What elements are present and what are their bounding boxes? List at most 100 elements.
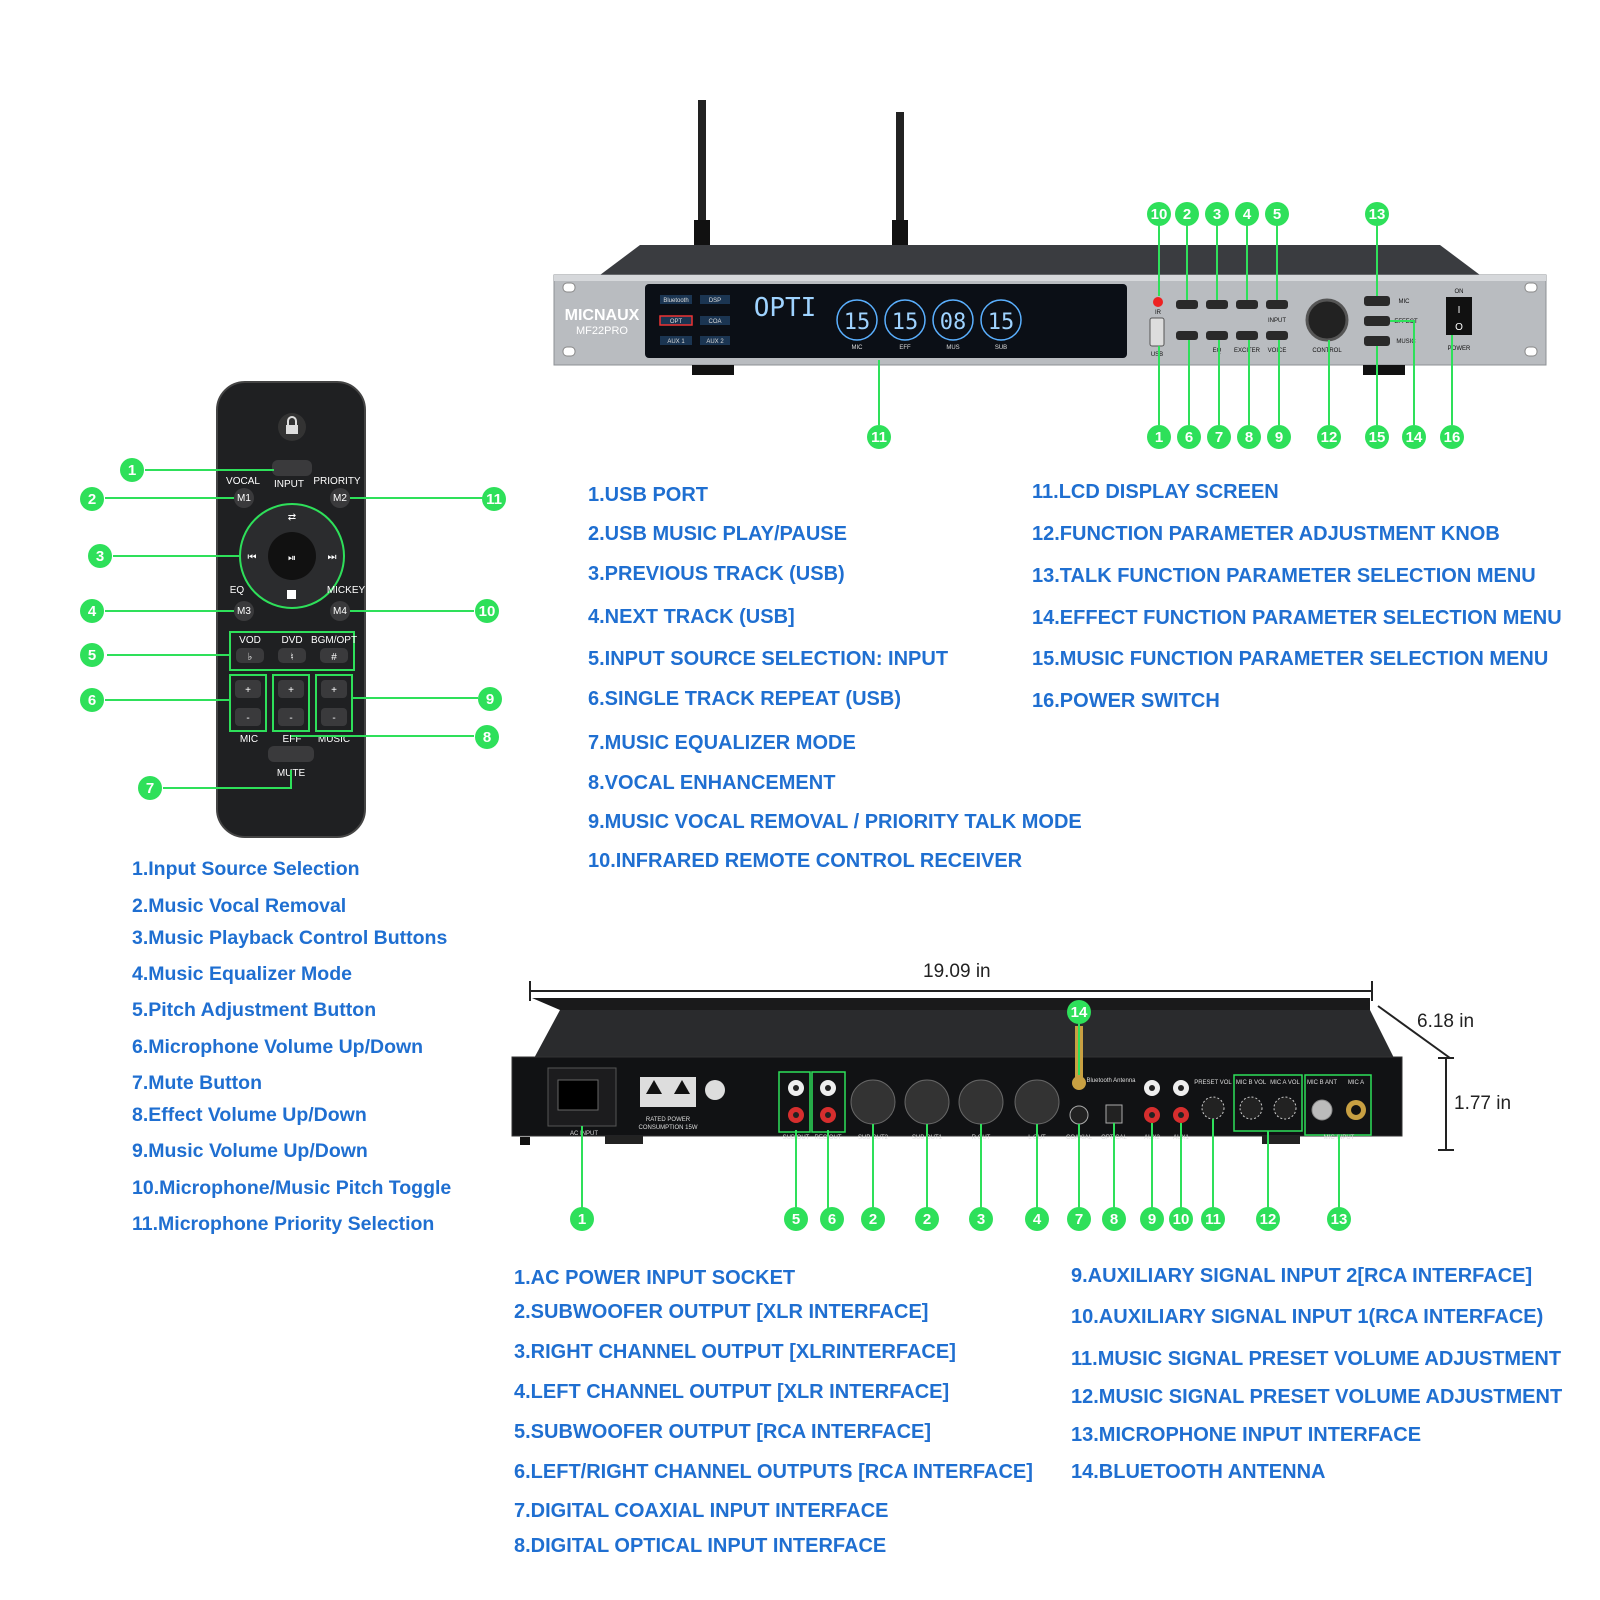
remote-input-key[interactable] xyxy=(272,460,312,476)
optical-input[interactable] xyxy=(1105,1104,1123,1124)
antenna-left xyxy=(698,100,706,248)
svg-text:6: 6 xyxy=(828,1211,836,1228)
remote-flat-key[interactable] xyxy=(236,648,264,663)
xlr-r-out[interactable] xyxy=(958,1079,1004,1125)
svg-text:BGM/OPT: BGM/OPT xyxy=(311,635,357,646)
voice-button[interactable] xyxy=(1266,331,1288,340)
remote-legend-item: 2.Music Vocal Removal xyxy=(132,895,347,917)
usb-port[interactable] xyxy=(1149,317,1165,347)
rear-badge-4 xyxy=(1025,1207,1049,1231)
svg-text:1: 1 xyxy=(128,462,136,479)
rear-badge-3 xyxy=(969,1207,993,1231)
svg-text:PRIORITY: PRIORITY xyxy=(313,476,361,487)
mic-b-vol-knob[interactable] xyxy=(1239,1096,1263,1120)
xlr-sub-out1[interactable] xyxy=(904,1079,950,1125)
remote-m4-key[interactable] xyxy=(330,601,350,621)
input-button[interactable] xyxy=(1266,300,1288,309)
remote-mic-plus[interactable] xyxy=(235,680,261,698)
coaxial-input[interactable] xyxy=(1069,1105,1089,1125)
svg-text:COA: COA xyxy=(708,319,721,325)
mic-b-ant-connector[interactable] xyxy=(1311,1099,1333,1121)
mic-menu-button[interactable] xyxy=(1364,296,1390,306)
preset-vol-knob[interactable] xyxy=(1201,1096,1225,1120)
rear-legend-item: 12.MUSIC SIGNAL PRESET VOLUME ADJUSTMENT xyxy=(1071,1386,1563,1408)
svg-text:M3: M3 xyxy=(237,606,251,617)
svg-text:15: 15 xyxy=(892,310,919,335)
remote-music-minus[interactable] xyxy=(321,708,347,726)
remote-m1-key[interactable] xyxy=(234,488,254,508)
svg-text:MIC: MIC xyxy=(852,345,864,351)
xlr-l-out[interactable] xyxy=(1014,1079,1060,1125)
svg-text:AUX 1: AUX 1 xyxy=(667,339,685,345)
remote-natural-key[interactable] xyxy=(278,648,306,663)
repeat-button[interactable] xyxy=(1176,331,1198,340)
xlr-sub-out2[interactable] xyxy=(850,1079,896,1125)
front-badge-1 xyxy=(1147,425,1171,449)
remote-eff-minus[interactable] xyxy=(278,708,304,726)
svg-text:MIC B VOL: MIC B VOL xyxy=(1236,1080,1267,1086)
front-badge-13 xyxy=(1365,202,1389,226)
rear-badge-8 xyxy=(1102,1207,1126,1231)
play-pause-button[interactable] xyxy=(1176,300,1198,309)
rear-legend-item: 6.LEFT/RIGHT CHANNEL OUTPUTS [RCA INTERF… xyxy=(514,1461,1033,1483)
svg-text:EQ: EQ xyxy=(230,585,245,596)
svg-text:+: + xyxy=(331,685,337,696)
svg-text:ON: ON xyxy=(1455,289,1464,295)
front-legend-item: 1.USB PORT xyxy=(588,484,709,506)
svg-text:3: 3 xyxy=(96,548,104,565)
front-badge-6 xyxy=(1177,425,1201,449)
control-knob[interactable] xyxy=(1305,298,1349,342)
svg-text:11: 11 xyxy=(1205,1211,1221,1228)
remote-legend-item: 7.Mute Button xyxy=(132,1072,262,1094)
front-legend-item: 11.LCD DISPLAY SCREEN xyxy=(1032,481,1279,503)
svg-text:MICKEY: MICKEY xyxy=(327,585,366,596)
power-switch[interactable] xyxy=(1446,297,1472,335)
front-legend-item: 4.NEXT TRACK (USB] xyxy=(588,606,795,628)
eq-button[interactable] xyxy=(1206,331,1228,340)
exciter-button[interactable] xyxy=(1236,331,1258,340)
svg-text:14: 14 xyxy=(1071,1004,1088,1021)
rear-badge-12 xyxy=(1256,1207,1280,1231)
front-legend-item: 10.INFRARED REMOTE CONTROL RECEIVER xyxy=(588,850,1023,872)
svg-text:9: 9 xyxy=(1275,429,1283,446)
svg-text:2: 2 xyxy=(1183,206,1191,223)
svg-text:M2: M2 xyxy=(333,493,347,504)
svg-text:CONSUMPTION 15W: CONSUMPTION 15W xyxy=(638,1125,697,1131)
svg-text:AC INPUT: AC INPUT xyxy=(570,1131,598,1137)
remote-m2-key[interactable] xyxy=(330,488,350,508)
svg-text:VOICE: VOICE xyxy=(1268,348,1287,354)
remote-eff-plus[interactable] xyxy=(278,680,304,698)
front-buttons[interactable]: INPUT EQ EXCITER VOICE xyxy=(1176,300,1288,354)
svg-text:SUB: SUB xyxy=(995,345,1007,351)
svg-text:5: 5 xyxy=(88,647,96,664)
effect-menu-button[interactable] xyxy=(1364,316,1390,326)
front-legend-item: 2.USB MUSIC PLAY/PAUSE xyxy=(588,523,847,545)
remote-music-plus[interactable] xyxy=(321,680,347,698)
next-button[interactable] xyxy=(1236,300,1258,309)
lcd-source-keys: Bluetooth DSP OPT COA AUX 1 AUX 2 xyxy=(659,295,730,345)
remote-play-pause-key[interactable] xyxy=(268,532,316,580)
remote-sharp-key[interactable] xyxy=(320,648,348,663)
mic-a-vol-knob[interactable] xyxy=(1273,1096,1297,1120)
remote-badge-9 xyxy=(478,687,502,711)
remote-mute-key[interactable] xyxy=(268,746,314,762)
music-menu-button[interactable] xyxy=(1364,336,1390,346)
svg-text:11: 11 xyxy=(486,491,502,508)
front-badge-7 xyxy=(1207,425,1231,449)
front-legend-item: 7.MUSIC EQUALIZER MODE xyxy=(588,732,856,754)
remote-badge-10 xyxy=(475,599,499,623)
svg-text:13: 13 xyxy=(1369,206,1386,223)
svg-text:IR: IR xyxy=(1155,310,1162,316)
rear-badge-5 xyxy=(784,1207,808,1231)
prev-button[interactable] xyxy=(1206,300,1228,309)
svg-text:14: 14 xyxy=(1406,429,1423,446)
remote-m3-key[interactable] xyxy=(234,601,254,621)
svg-text:MUSIC: MUSIC xyxy=(318,734,350,745)
svg-text:15: 15 xyxy=(988,310,1015,335)
lcd-meter-mus: 08 MUS xyxy=(932,299,974,351)
svg-text:13: 13 xyxy=(1331,1211,1348,1228)
remote-mic-minus[interactable] xyxy=(235,708,261,726)
svg-text:O: O xyxy=(1455,322,1463,333)
remote-badge-5 xyxy=(80,643,104,667)
